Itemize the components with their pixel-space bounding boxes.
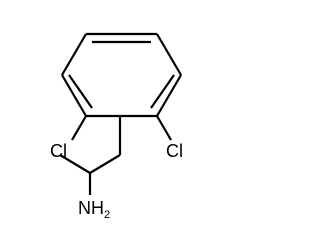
ring-bond-top-right <box>156 33 182 76</box>
ring-bond-top-left <box>61 33 87 76</box>
ring-bond-bottom-right <box>156 74 182 117</box>
benzene-ring <box>61 32 182 118</box>
molecule-structure: Cl Cl NH2 <box>50 32 183 221</box>
bond-cl-right <box>156 115 172 141</box>
chlorine-label-left: Cl <box>50 141 67 161</box>
bond-cl-left <box>71 115 87 141</box>
ring-double-bond-right <box>150 74 175 109</box>
amine-label: NH2 <box>78 198 110 221</box>
ring-double-bond-left <box>68 74 93 109</box>
amine-subscript: 2 <box>104 209 110 221</box>
ring-bond-bottom-left <box>61 74 87 117</box>
amine-symbol: NH <box>78 198 104 218</box>
chlorine-label-right: Cl <box>166 141 183 161</box>
bond-ch2-to-ch <box>89 154 121 174</box>
bond-ch-to-methyl <box>59 154 91 174</box>
